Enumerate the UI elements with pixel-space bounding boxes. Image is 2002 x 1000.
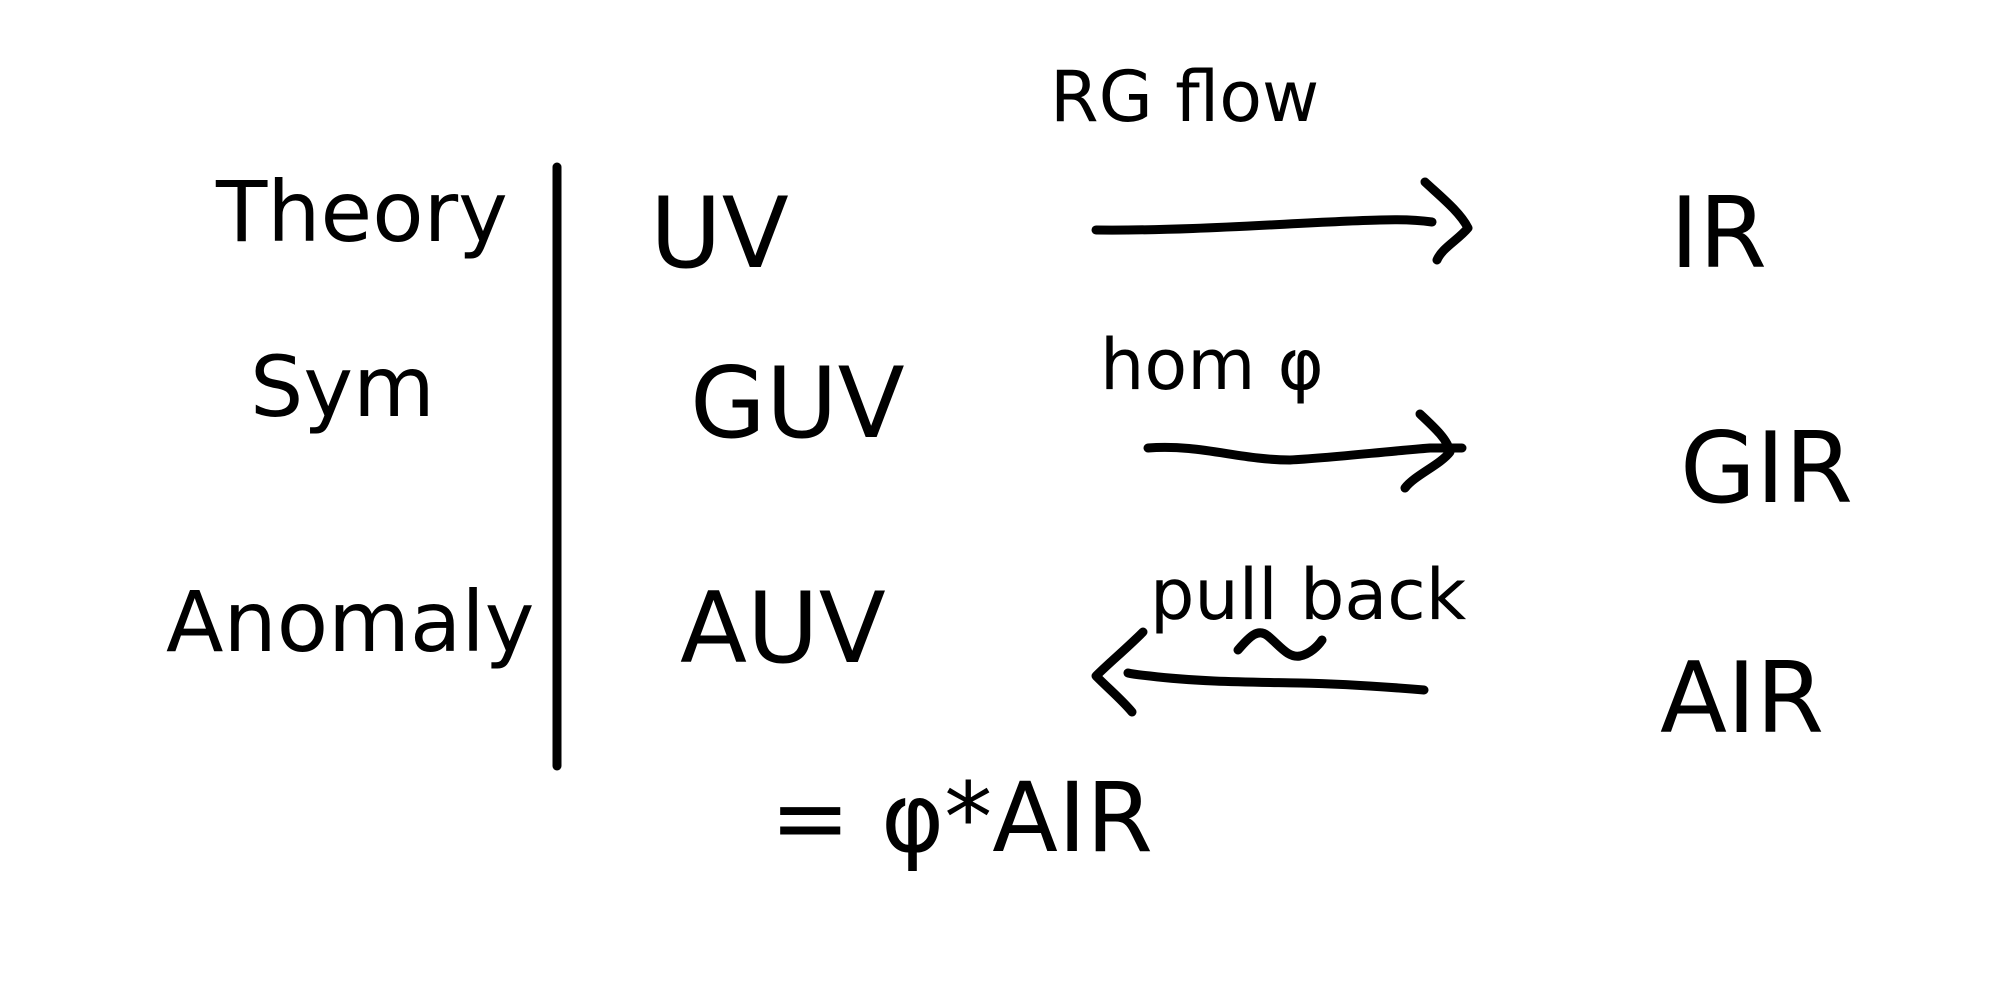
hom-phi-arrow-shaft (1143, 442, 1467, 465)
hom-phi-label: hom φ (1100, 324, 1324, 406)
row-label-theory: Theory (216, 163, 508, 261)
rg-flow-label: RG flow (1050, 56, 1320, 138)
anomaly-ir: AIR (1660, 642, 1825, 756)
rg-flow-arrow-head (1420, 177, 1473, 265)
row-label-sym: Sym (250, 338, 435, 436)
hom-phi-arrow-head (1400, 409, 1455, 493)
row-label-anomaly: Anomaly (166, 573, 535, 671)
rg-flow-arrow-shaft (1091, 215, 1437, 235)
pullback-equation: = φ*AIR (770, 762, 1153, 874)
pull-back-arrow-shaft (1123, 668, 1429, 695)
anomaly-uv: AUV (680, 572, 886, 686)
theory-uv: UV (650, 177, 789, 291)
sym-ir: GIR (1680, 412, 1853, 526)
pull-back-label: pull back (1150, 554, 1467, 636)
pull-back-tilde (1233, 628, 1327, 661)
theory-ir: IR (1670, 177, 1767, 291)
pull-back-arrow-head (1091, 627, 1148, 717)
sym-uv: GUV (690, 347, 905, 461)
